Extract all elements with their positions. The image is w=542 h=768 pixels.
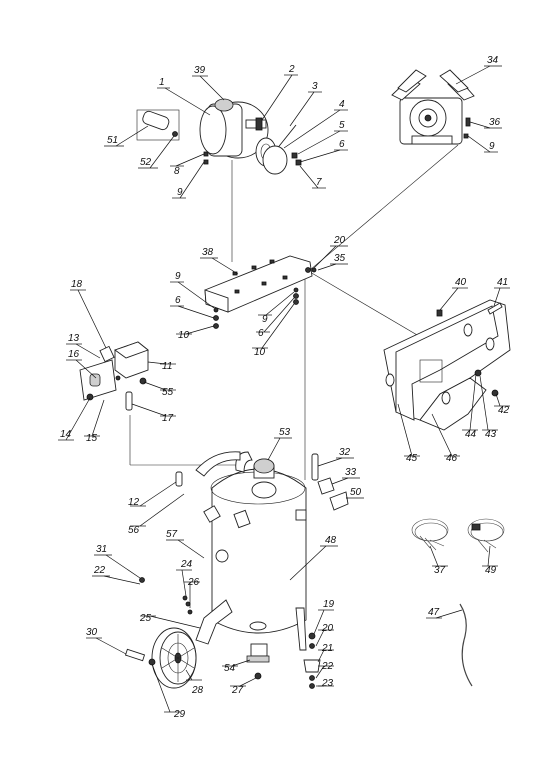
mounting-plate bbox=[204, 255, 317, 329]
callout-13: 13 bbox=[68, 333, 80, 344]
callout-40: 40 bbox=[455, 277, 467, 288]
callout-7: 7 bbox=[316, 177, 322, 188]
callout-22-foot: 22 bbox=[321, 661, 334, 672]
callout-25: 25 bbox=[139, 613, 152, 624]
callout-41: 41 bbox=[497, 277, 508, 288]
belt-guard bbox=[383, 299, 511, 431]
callouts: 1 2 3 4 5 6 7 8 9 39 51 52 34 bbox=[58, 55, 510, 720]
callout-18: 18 bbox=[71, 279, 83, 290]
callout-4: 4 bbox=[339, 99, 345, 110]
callout-38: 38 bbox=[202, 247, 214, 258]
callout-44: 44 bbox=[465, 429, 477, 440]
callout-6-plate-left: 6 bbox=[175, 295, 181, 306]
callout-26: 26 bbox=[187, 577, 200, 588]
callout-32: 32 bbox=[339, 447, 351, 458]
callout-10-plate-left: 10 bbox=[178, 330, 190, 341]
callout-47: 47 bbox=[428, 607, 440, 618]
callout-34: 34 bbox=[487, 55, 499, 66]
callout-5: 5 bbox=[339, 120, 345, 131]
callout-27: 27 bbox=[231, 685, 244, 696]
hose-coils bbox=[411, 518, 505, 687]
callout-11: 11 bbox=[162, 361, 172, 372]
callout-39: 39 bbox=[194, 65, 206, 76]
callout-19: 19 bbox=[323, 599, 335, 610]
callout-31: 31 bbox=[96, 544, 107, 555]
callout-56: 56 bbox=[128, 525, 140, 536]
callout-23: 23 bbox=[321, 678, 334, 689]
callout-54: 54 bbox=[224, 663, 236, 674]
callout-20-plate: 20 bbox=[333, 235, 346, 246]
callout-8: 8 bbox=[174, 166, 180, 177]
callout-20-foot: 20 bbox=[321, 623, 334, 634]
callout-43: 43 bbox=[485, 429, 497, 440]
callout-3: 3 bbox=[312, 81, 318, 92]
callout-6-motor: 6 bbox=[339, 139, 345, 150]
callout-42: 42 bbox=[498, 405, 510, 416]
callout-33: 33 bbox=[345, 467, 357, 478]
air-tank bbox=[195, 451, 307, 663]
callout-37: 37 bbox=[434, 565, 446, 576]
callout-51: 51 bbox=[107, 135, 118, 146]
callout-52: 52 bbox=[140, 157, 152, 168]
motor bbox=[199, 98, 269, 159]
callout-49: 49 bbox=[485, 565, 497, 576]
pressure-switch bbox=[79, 341, 149, 411]
foot-hardware bbox=[254, 632, 321, 689]
callout-12: 12 bbox=[128, 497, 140, 508]
callout-57: 57 bbox=[166, 529, 178, 540]
tank-fittings bbox=[175, 453, 349, 511]
callout-2: 2 bbox=[288, 64, 295, 75]
callout-9-plate-right: 9 bbox=[262, 314, 268, 325]
callout-9-pump: 9 bbox=[489, 141, 495, 152]
callout-36: 36 bbox=[489, 117, 501, 128]
callout-48: 48 bbox=[325, 535, 337, 546]
callout-17: 17 bbox=[162, 413, 174, 424]
callout-6-plate-right: 6 bbox=[258, 328, 264, 339]
callout-16: 16 bbox=[68, 349, 80, 360]
callout-9-motor: 9 bbox=[177, 187, 183, 198]
callout-1: 1 bbox=[159, 77, 165, 88]
callout-55: 55 bbox=[162, 387, 174, 398]
callout-53: 53 bbox=[279, 427, 291, 438]
assembly-lines bbox=[129, 144, 481, 480]
callout-28: 28 bbox=[191, 685, 204, 696]
callout-9-plate-left: 9 bbox=[175, 271, 181, 282]
callout-15: 15 bbox=[86, 433, 98, 444]
callout-21: 21 bbox=[321, 643, 333, 654]
callout-46: 46 bbox=[446, 453, 458, 464]
capacitor bbox=[136, 109, 180, 141]
callout-29: 29 bbox=[173, 709, 186, 720]
callout-10-plate-right: 10 bbox=[254, 347, 266, 358]
callout-30: 30 bbox=[86, 627, 98, 638]
motor-pulley bbox=[203, 124, 302, 175]
callout-45: 45 bbox=[406, 453, 418, 464]
pump-head bbox=[391, 69, 475, 145]
callout-14: 14 bbox=[60, 429, 72, 440]
callout-50: 50 bbox=[350, 487, 362, 498]
callout-35: 35 bbox=[334, 253, 346, 264]
callout-24: 24 bbox=[180, 559, 193, 570]
callout-22-wheel: 22 bbox=[93, 565, 106, 576]
